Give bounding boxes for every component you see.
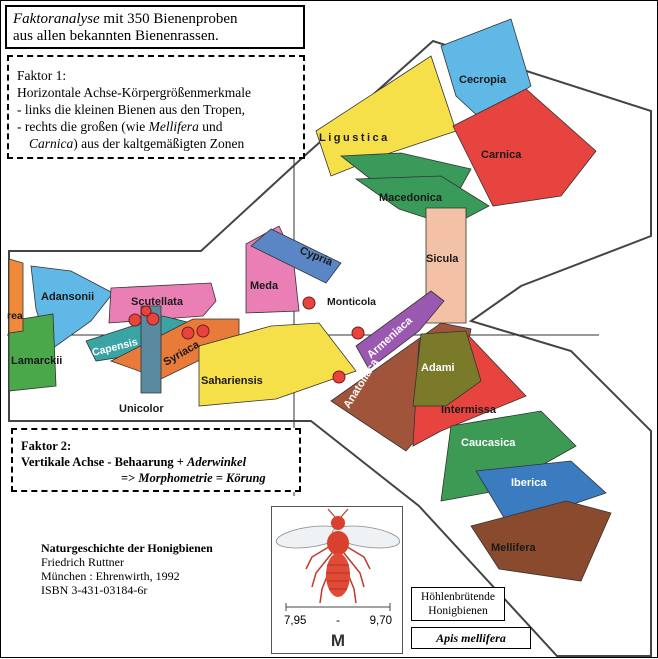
bee-icon [275,508,401,611]
title-box: Faktoranalyse mit 350 Bienenproben aus a… [5,5,305,49]
race-shape-cypria [250,228,342,284]
reference-publisher: München : Ehrenwirth, 1992 [41,569,180,583]
factor2-line1b: Aderwinkel [187,455,247,469]
race-label: Macedonica [379,192,443,204]
race-shape-ligustica [315,55,457,177]
cavity-line2: Honigbienen [428,605,488,617]
race-shape-sicula [425,207,467,324]
race-label: Monticola [327,296,376,308]
cavity-line1: Höhlenbrütende [420,591,496,603]
title-line2: aus allen bekannten Bienenrassen. [13,28,219,44]
factor1-line3a: - rechts die großen (wie [17,119,149,134]
race-label: Ligustica [319,132,390,144]
race-label: Mellifera [491,542,537,554]
sample-dot [181,326,195,340]
sample-dot [196,324,210,338]
factor2-line1a: Vertikale Achse - Behaarung + [21,455,188,469]
race-label: Lamarckii [11,355,62,367]
race-shape-adami [412,330,482,407]
race-shape-iberica [475,460,607,527]
factor1-line4a: Carnica [29,136,74,151]
cavity-nesting-label: Höhlenbrütende Honigbienen [411,587,505,621]
factor1-line2: - links die kleinen Bienen aus den Trope… [17,102,245,117]
race-label: Scutellata [131,296,184,308]
reference-author: Friedrich Ruttner [41,555,124,569]
race-label: Sicula [426,253,459,265]
race-label: Adansonii [41,291,94,303]
race-label: Intermissa [441,404,497,416]
race-shape-lamarckii [8,313,57,392]
sample-dot [302,296,316,310]
reference-block: Naturgeschichte der Honigbienen Friedric… [41,541,261,597]
race-shape-carnica [452,88,597,207]
race-shape-rea [8,258,24,334]
factor1-heading: Faktor 1: [17,68,67,83]
sample-dot [146,312,160,326]
race-label: Sahariensis [201,375,263,387]
factor1-line1: Horizontale Achse-Körpergrößenmerkmale [17,85,252,100]
race-shape-scutellata [108,282,217,324]
race-label: rea [7,310,23,322]
sample-dot [128,313,142,327]
scale-letter: M [330,631,346,650]
factor1-line4b: ) aus der kaltgemäßigten Zonen [73,136,245,151]
race-label: Caucasica [461,437,516,449]
race-label: Cecropia [459,74,507,86]
factor1-line3b: Mellifera [148,119,199,134]
scale-max: 9,70 [369,615,392,627]
sample-dot [140,305,152,317]
race-shape-sahariensis [198,322,357,407]
factor2-box: Faktor 2: Vertikale Achse - Behaarung + … [11,428,301,492]
sample-dot [351,326,365,340]
title-rest: mit 350 Bienenproben [99,11,238,27]
race-shape-unicolor [140,305,162,394]
scale-dash: - [336,615,340,627]
reference-isbn: ISBN 3-431-03184-6r [41,583,148,597]
factor2-line2a: => [121,471,139,485]
sample-dots [128,296,365,384]
reference-title: Naturgeschichte der Honigbienen [41,541,213,555]
factor2-line2b: Morphometrie = Körung [138,471,266,485]
title-italic: Faktoranalyse [13,11,100,27]
race-label: Meda [250,280,279,292]
race-label: Adami [421,362,455,374]
bee-illustration-box: 7,95 - 9,70 M [271,506,403,654]
race-label: Unicolor [119,403,164,415]
sample-dot [332,370,346,384]
scale-min: 7,95 [284,615,307,627]
factor1-line3c: und [198,119,223,134]
race-label: Iberica [511,477,547,489]
factor2-heading: Faktor 2: [21,439,72,453]
factor1-box: Faktor 1: Horizontale Achse-Körpergrößen… [7,55,305,159]
race-shape-mellifera [470,500,612,582]
apis-mellifera-label: Apis mellifera [411,627,531,649]
race-shape-armeniaca [355,290,445,370]
race-label: Carnica [481,149,522,161]
